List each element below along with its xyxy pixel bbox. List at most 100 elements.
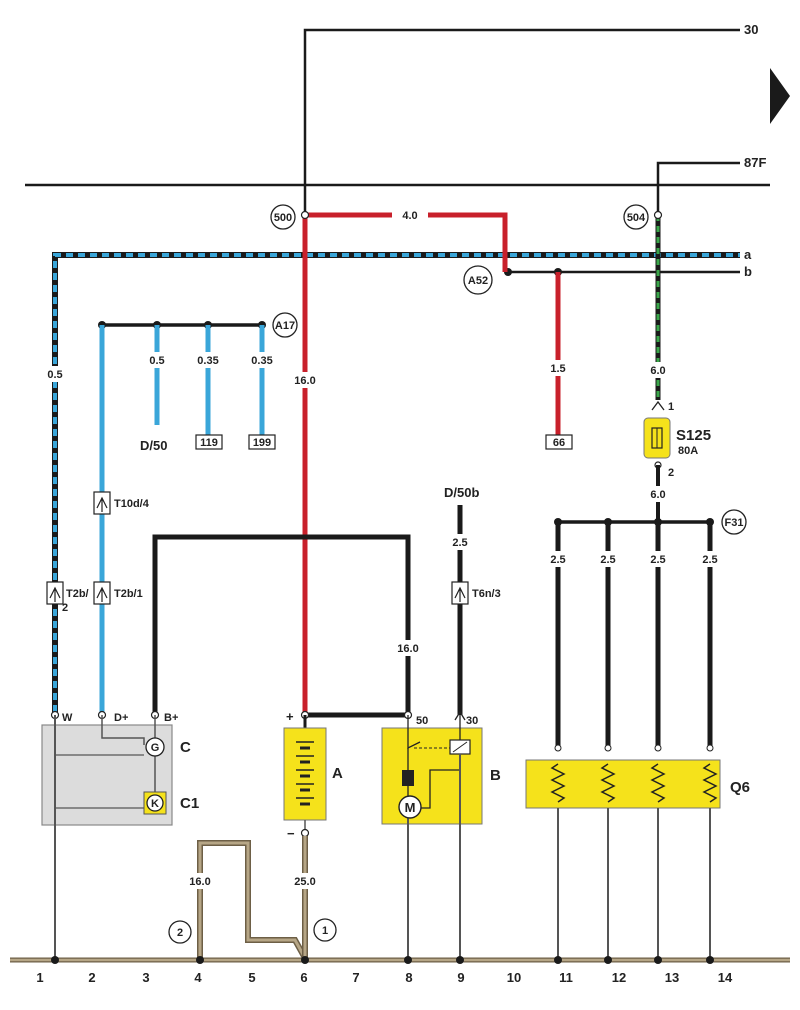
gauge-label: 25.0 <box>294 876 315 888</box>
gauge-label: 0.35 <box>251 355 272 367</box>
gauge-label: 0.5 <box>47 369 62 381</box>
next-page-arrow-icon[interactable] <box>770 68 790 124</box>
a17-bus <box>98 321 266 329</box>
q6-leads <box>554 522 714 752</box>
fuse-pin-label: 1 <box>668 401 674 413</box>
ground-point-2[interactable] <box>168 920 192 944</box>
regulator-label: C1 <box>180 795 199 812</box>
terminal-label: D+ <box>114 712 128 724</box>
connector-t10d4 <box>93 491 111 515</box>
rail-87f-label: 87F <box>744 155 766 170</box>
column-number: 1 <box>36 970 43 985</box>
node-a52[interactable] <box>463 265 493 295</box>
gauge-label: 2.5 <box>600 554 615 566</box>
gauge-label: 6.0 <box>650 365 665 377</box>
terminal-box-199 <box>248 434 276 450</box>
gauge-label: 0.5 <box>149 355 164 367</box>
gauge-label: 16.0 <box>397 643 418 655</box>
gauge-label: 4.0 <box>402 210 417 222</box>
fuse-s125-rating: 80A <box>678 445 698 457</box>
column-number: 12 <box>612 970 626 985</box>
gauge-label: 6.0 <box>650 489 665 501</box>
alternator-c[interactable] <box>41 715 173 958</box>
column-number: 4 <box>194 970 202 985</box>
terminal-box-66 <box>545 434 573 450</box>
connector-t6n3 <box>451 581 469 605</box>
node-f31[interactable] <box>721 509 747 535</box>
glow-plugs-q6[interactable] <box>525 759 721 809</box>
rail-30: 30 <box>303 22 758 215</box>
fuse-s125-label: S125 <box>676 427 711 444</box>
rail-b-label: b <box>744 264 752 279</box>
rail-b: b <box>504 264 752 279</box>
column-number: 5 <box>248 970 255 985</box>
gauge-label: 16.0 <box>294 375 315 387</box>
gauge-label: 2.5 <box>702 554 717 566</box>
terminal-label: B+ <box>164 712 178 724</box>
gauge-label: 2.5 <box>650 554 665 566</box>
alternator-g-icon <box>145 737 165 757</box>
column-number: 6 <box>300 970 307 985</box>
ground-strap <box>197 836 308 960</box>
battery-a[interactable] <box>283 715 327 838</box>
column-number: 14 <box>718 970 733 985</box>
column-number: 7 <box>352 970 359 985</box>
ground-bus <box>10 956 790 964</box>
node-504[interactable] <box>623 204 649 230</box>
terminal-label: 119 <box>200 437 218 449</box>
rail-30-label: 30 <box>744 22 758 37</box>
connector-t2b1 <box>93 581 111 605</box>
connector-label: T6n/3 <box>472 588 501 600</box>
gauge-label: 16.0 <box>189 876 210 888</box>
gauge-label: 2.5 <box>452 537 467 549</box>
gauge-label: 2.5 <box>550 554 565 566</box>
connector-pin-label: 2 <box>62 602 68 614</box>
q6-label: Q6 <box>730 779 750 796</box>
fuse-s125[interactable] <box>643 417 671 459</box>
terminal-label: 30 <box>466 715 478 727</box>
red-wire-main <box>302 212 508 715</box>
connector-label: T2b/1 <box>114 588 143 600</box>
f31-bus <box>554 518 714 526</box>
q6-ground-leads <box>557 808 711 958</box>
ground-point-1[interactable] <box>313 918 337 942</box>
terminal-label: 50 <box>416 715 428 727</box>
blue-wires <box>99 325 265 712</box>
starter-label: B <box>490 767 501 784</box>
ground-point-label: 1 <box>322 925 328 937</box>
terminal-label: − <box>287 826 295 841</box>
starter-motor-icon <box>398 795 422 819</box>
terminal-label: 199 <box>253 437 271 449</box>
regulator-symbol: K <box>151 798 159 810</box>
column-number: 13 <box>665 970 679 985</box>
battery-label: A <box>332 765 343 782</box>
column-number: 8 <box>405 970 412 985</box>
column-number: 11 <box>559 970 573 985</box>
regulator-k-icon <box>146 794 164 812</box>
node-label: F31 <box>725 517 744 529</box>
terminal-label: W <box>62 712 73 724</box>
terminal-label: D/50b <box>444 485 479 500</box>
starter-motor-symbol: M <box>405 800 416 815</box>
node-a17[interactable] <box>272 312 298 338</box>
connector-label: T2b/ <box>66 588 89 600</box>
rail-a: a <box>52 247 752 712</box>
terminal-label: D/50 <box>140 438 167 453</box>
gauge-label: 0.35 <box>197 355 218 367</box>
gauge-label: 1.5 <box>550 363 565 375</box>
starter-b[interactable] <box>381 715 483 958</box>
node-500[interactable] <box>270 204 296 230</box>
column-number: 2 <box>88 970 95 985</box>
black-wire-bplus-starter <box>152 534 411 718</box>
node-label: 500 <box>274 212 292 224</box>
rail-87f: 87F <box>656 155 766 215</box>
terminal-label: 66 <box>553 437 565 449</box>
column-numbers: 1 2 3 4 5 6 7 8 9 10 11 12 13 14 <box>36 970 733 985</box>
node-label: A17 <box>275 320 295 332</box>
rail-a-label: a <box>744 247 752 262</box>
column-number: 10 <box>507 970 521 985</box>
terminal-box-119 <box>195 434 223 450</box>
node-label: A52 <box>468 275 488 287</box>
connector-label: T10d/4 <box>114 498 150 510</box>
